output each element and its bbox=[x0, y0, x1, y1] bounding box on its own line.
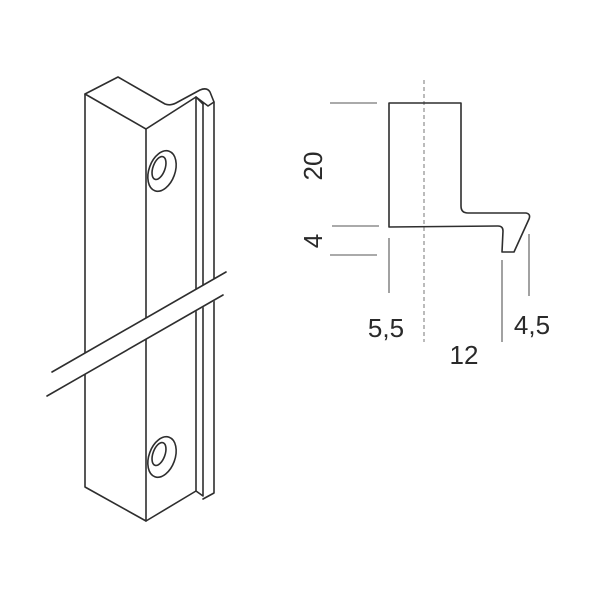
dim-label-4-5: 4,5 bbox=[514, 310, 550, 340]
rail-top-face bbox=[84, 76, 215, 130]
profile-outline bbox=[388, 102, 531, 253]
upper-hole-outer bbox=[147, 149, 177, 193]
rail-left-face bbox=[84, 93, 147, 522]
dim-label-12: 12 bbox=[450, 340, 479, 370]
rail-flange-edge bbox=[202, 101, 215, 500]
rail-flange-outer bbox=[195, 103, 204, 497]
dim-label-4: 4 bbox=[298, 234, 328, 248]
profile-section-view: 20 4 5,5 12 4,5 bbox=[298, 80, 550, 370]
dim-label-20: 20 bbox=[298, 152, 328, 181]
break-mask bbox=[45, 272, 227, 397]
lower-hole-outer bbox=[147, 435, 177, 479]
rail-top-inner-edge bbox=[195, 96, 204, 105]
isometric-rail-view bbox=[45, 76, 227, 522]
dim-label-5-5: 5,5 bbox=[368, 313, 404, 343]
break-line-lower bbox=[46, 294, 224, 397]
upper-hole-inner bbox=[151, 155, 167, 181]
break-line-upper bbox=[51, 271, 227, 373]
lower-hole-inner bbox=[151, 441, 167, 467]
